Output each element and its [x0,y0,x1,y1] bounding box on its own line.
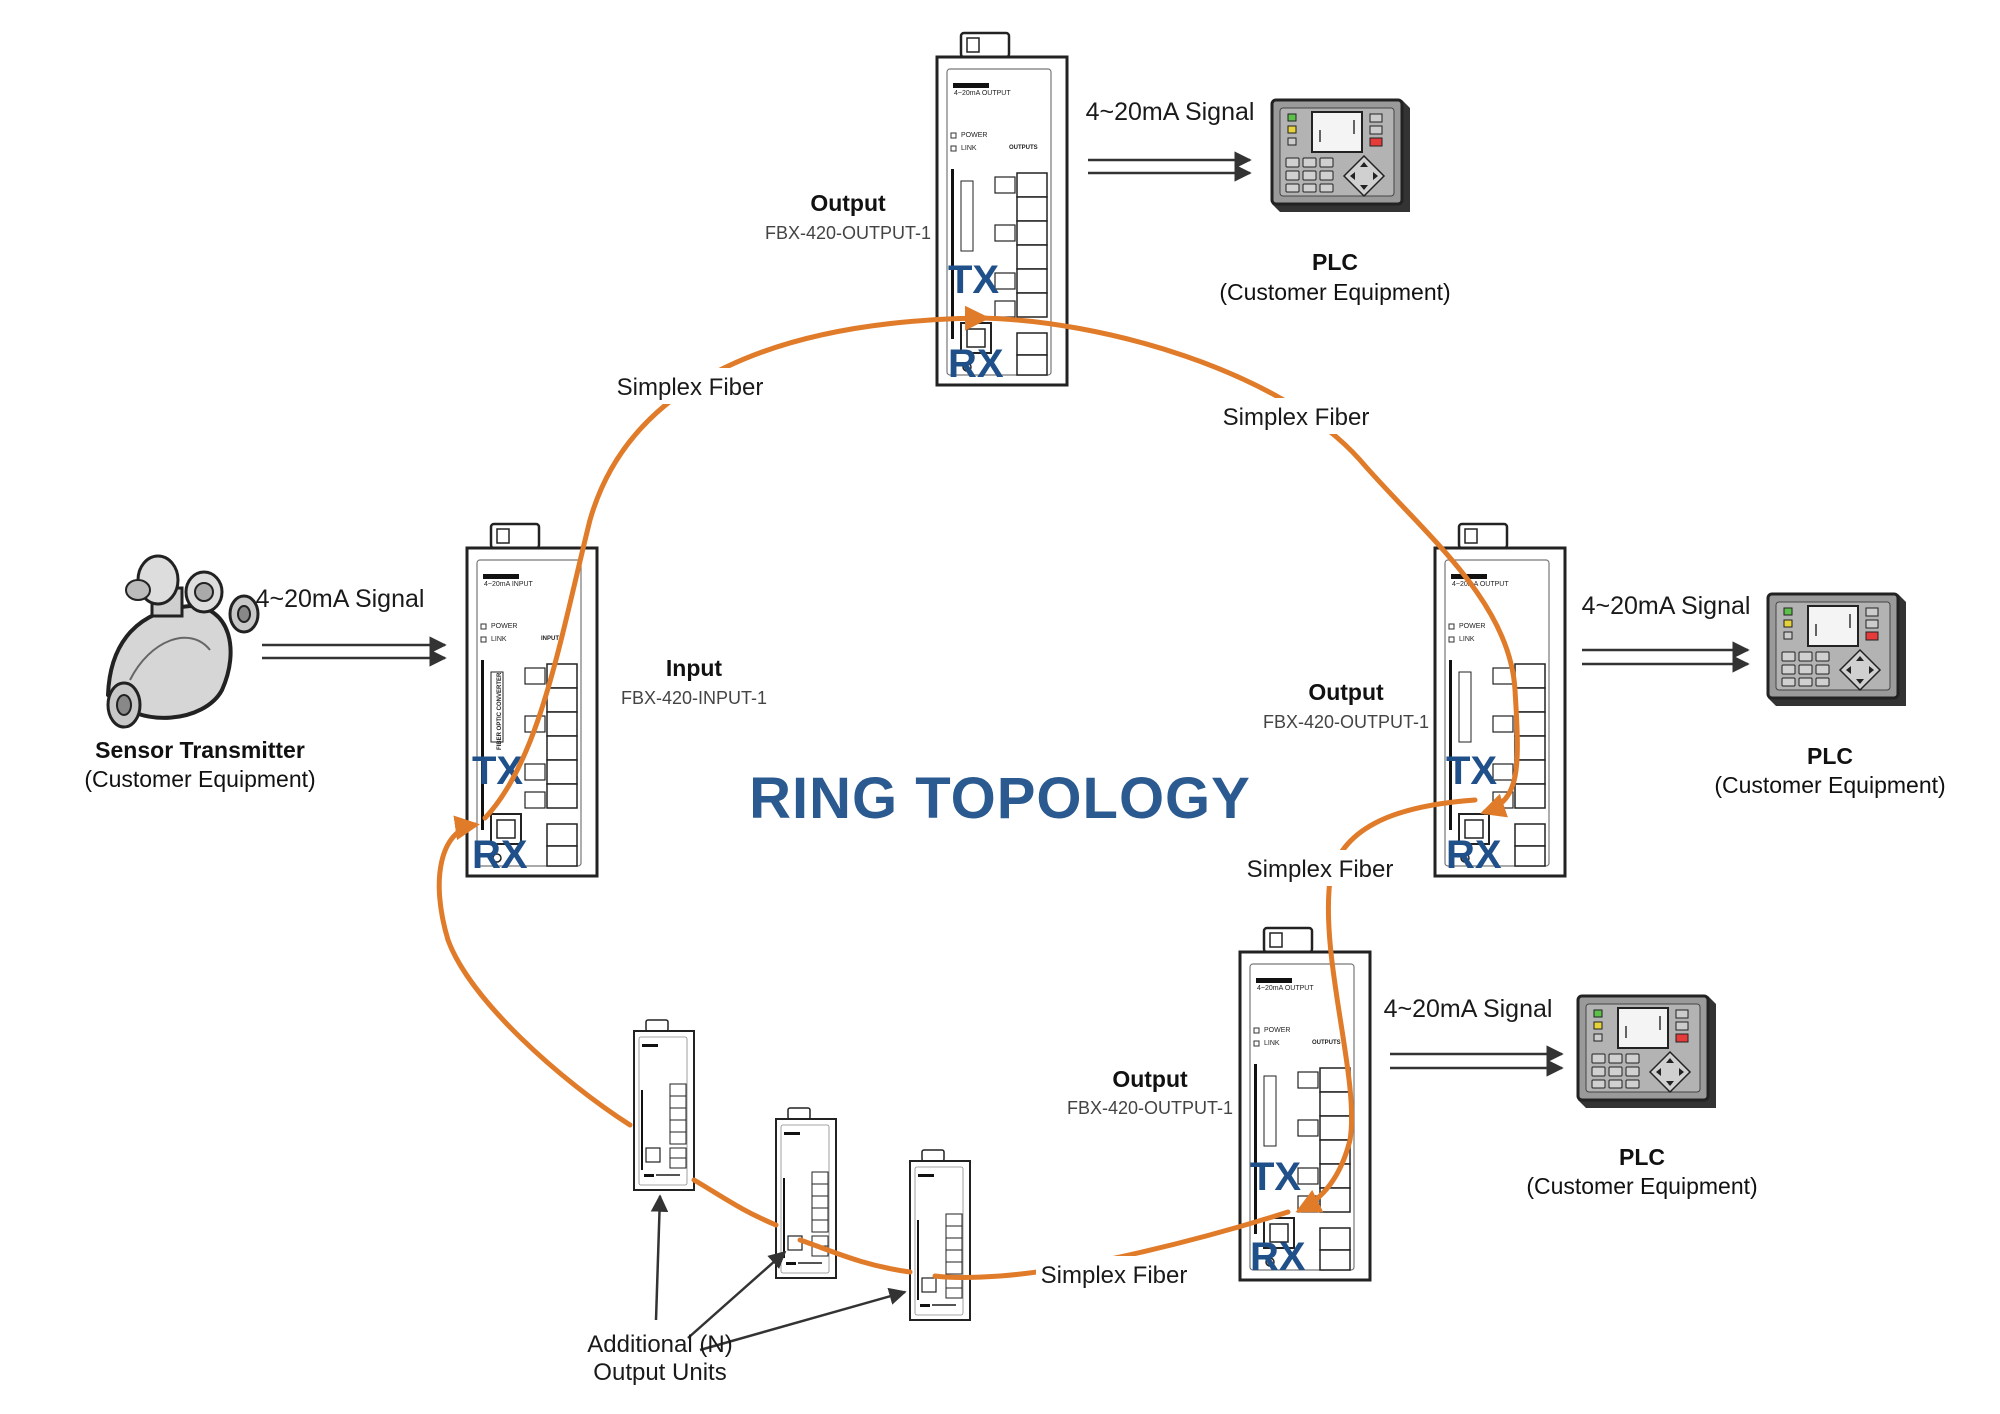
link-label: LINK [1264,1040,1280,1047]
input-signal-label: 4~20mA Signal [256,585,425,613]
input-module: 4~20mA INPUT POWER LINK INPUTS FIBER OPT… [465,522,599,878]
converter-label: FIBER OPTIC CONVERTER [497,672,503,750]
fiber-label-bg [1218,398,1376,434]
fiber-input-to-top [482,305,990,821]
plc-right-owner: (Customer Equipment) [1714,772,1945,798]
power-label: POWER [491,623,517,630]
output-top-name: Output [810,190,886,216]
output-right-signal-arrows [1582,641,1750,673]
output-module-right: 4~20mA OUTPUT POWER LINK [1433,522,1567,878]
fiber-right-to-bottom [1295,797,1478,1213]
power-label: POWER [1459,623,1485,630]
output-type-label: 4~20mA OUTPUT [954,90,1011,97]
outputs-label: OUTPUTS [1009,145,1038,151]
output-module-top: 4~20mA OUTPUT POWER LINK OUTPUTS [935,31,1069,387]
fiber-label-bottom: Simplex Fiber [1041,1262,1188,1289]
additional-units-line2: Output Units [593,1359,726,1386]
output-top-rx-label: RX [948,342,1004,386]
plc-bottom-name: PLC [1619,1144,1665,1170]
link-label: LINK [1459,636,1475,643]
outputs-label: OUTPUTS [1312,1040,1341,1046]
output-bottom-rx-label: RX [1250,1235,1306,1279]
fiber-label-bg [1242,850,1400,886]
output-right-model: FBX-420-OUTPUT-1 [1263,712,1429,732]
fiber-label-top-right: Simplex Fiber [1223,404,1370,431]
additional-unit-1 [633,1019,695,1191]
output-right-rx-label: RX [1446,833,1502,877]
power-label: POWER [1264,1027,1290,1034]
fiber-units-chain [691,1177,913,1275]
output-bottom-tx-label: TX [1250,1155,1301,1199]
plc-top-icon [1270,98,1412,214]
sensor-transmitter-icon [105,554,260,729]
additional-units-arrows [650,1194,907,1352]
plc-top-owner: (Customer Equipment) [1219,279,1450,305]
output-type-label: 4~20mA OUTPUT [1257,985,1314,992]
output-type-label: 4~20mA OUTPUT [1452,581,1509,588]
fiber-top-to-right [977,315,1520,818]
output-module-bottom: 4~20mA OUTPUT POWER LINK OUTPUTS [1238,926,1372,1282]
plc-right-icon [1766,592,1908,708]
output-bottom-signal-arrows [1390,1045,1564,1077]
input-unit-name: Input [666,655,723,681]
link-label: LINK [961,145,977,152]
output-bottom-name: Output [1112,1066,1188,1092]
output-bottom-model: FBX-420-OUTPUT-1 [1067,1098,1233,1118]
input-unit-model: FBX-420-INPUT-1 [621,688,767,708]
output-top-model: FBX-420-OUTPUT-1 [765,223,931,243]
input-type-label: 4~20mA INPUT [484,581,534,588]
fiber-label-bg [610,368,768,404]
plc-bottom-icon [1576,994,1718,1110]
output-right-tx-label: TX [1446,749,1497,793]
additional-units-line1: Additional (N) [587,1331,732,1358]
diagram-title: RING TOPOLOGY [749,766,1251,831]
plc-bottom-owner: (Customer Equipment) [1526,1173,1757,1199]
power-label: POWER [961,132,987,139]
sensor-owner-label: (Customer Equipment) [84,766,315,792]
output-top-tx-label: TX [948,258,999,302]
fiber-label-top-left: Simplex Fiber [617,374,764,401]
link-label: LINK [491,636,507,643]
additional-unit-3 [909,1149,971,1321]
fiber-units-to-input [436,815,633,1128]
inputs-label: INPUTS [541,636,563,642]
fiber-label-right: Simplex Fiber [1247,856,1394,883]
plc-top-name: PLC [1312,249,1358,275]
input-rx-label: RX [472,833,528,877]
output-top-signal-label: 4~20mA Signal [1086,98,1255,126]
fiber-label-bg [1036,1256,1194,1292]
output-right-signal-label: 4~20mA Signal [1582,592,1751,620]
output-bottom-signal-label: 4~20mA Signal [1384,995,1553,1023]
plc-right-name: PLC [1807,743,1853,769]
output-top-signal-arrows [1088,151,1252,182]
input-signal-arrows [262,636,447,667]
sensor-transmitter-label: Sensor Transmitter [95,737,305,763]
fiber-ring [436,305,1520,1280]
output-right-name: Output [1308,679,1384,705]
